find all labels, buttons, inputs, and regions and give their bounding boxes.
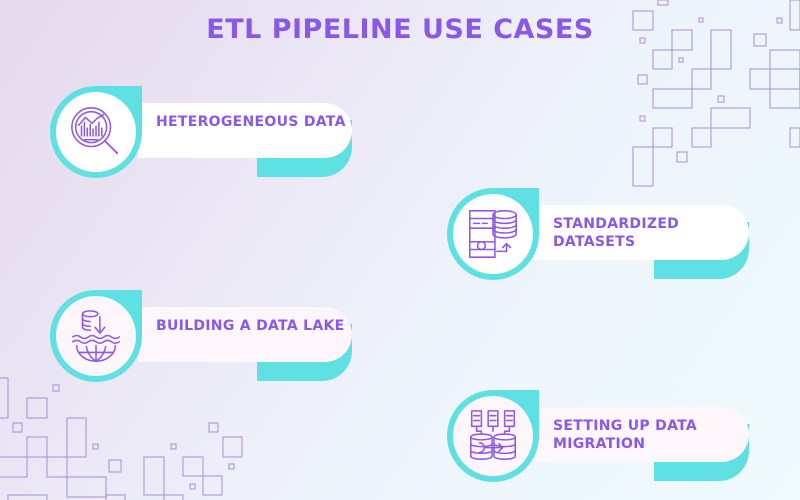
card-label: BUILDING A DATA LAKE [156,318,345,334]
icon-circle [447,188,539,280]
database-lake-globe-icon [72,310,120,362]
card-label: HETEROGENEOUS DATA [156,114,346,130]
card-label-pill: HETEROGENEOUS DATA [138,103,352,158]
card-label-pill: SETTING UP DATA MIGRATION [535,407,749,462]
icon-circle [447,390,539,482]
card-label-pill: BUILDING A DATA LAKE [138,307,352,362]
database-migration-icon [469,410,517,460]
server-database-icon [469,210,517,258]
page-title: ETL PIPELINE USE CASES [206,14,594,45]
use-case-card-heterogeneous-data: HETEROGENEOUS DATA [50,86,355,186]
magnifier-chart-icon [71,107,119,155]
icon-circle [50,86,142,178]
use-case-card-standardized-datasets: STANDARDIZED DATASETS [447,188,752,288]
card-label-pill: STANDARDIZED DATASETS [535,205,749,260]
use-case-card-data-migration: SETTING UP DATA MIGRATION [447,390,752,490]
card-label: SETTING UP DATA MIGRATION [553,418,698,452]
icon-circle [50,290,142,382]
use-case-card-data-lake: BUILDING A DATA LAKE [50,290,355,390]
card-label: STANDARDIZED DATASETS [553,216,680,250]
